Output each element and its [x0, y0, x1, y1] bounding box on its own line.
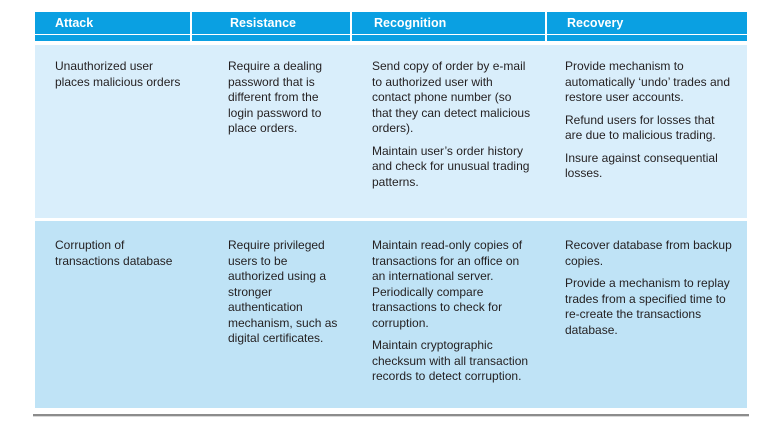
cell-resistance: Require a dealing password that is diffe…	[190, 45, 350, 218]
cell-resistance: Require privileged users to be authorize…	[190, 221, 350, 408]
header-cell-recognition: Recognition	[350, 12, 545, 41]
table-header-row: Attack Resistance Recognition Recovery	[35, 12, 747, 41]
cell-attack: Corruption of transactions database	[35, 221, 190, 408]
header-cell-attack: Attack	[55, 16, 94, 30]
cell-paragraph: Require privileged users to be authorize…	[228, 238, 338, 345]
header-cell-resistance: Resistance	[190, 12, 350, 41]
security-controls-table: Attack Resistance Recognition Recovery U…	[35, 12, 747, 408]
cell-paragraph: Send copy of order by e-mail to authoriz…	[372, 59, 531, 135]
page-rule	[33, 414, 749, 416]
cell-paragraph: Corruption of transactions database	[55, 238, 173, 268]
cell-attack: Unauthorized user places malicious order…	[35, 45, 190, 218]
cell-paragraph: Require a dealing password that is diffe…	[228, 59, 323, 135]
cell-recovery: Provide mechanism to automatically ‘undo…	[545, 45, 747, 218]
cell-paragraph: Unauthorized user places malicious order…	[55, 59, 181, 89]
cell-paragraph: Provide a mechanism to replay trades fro…	[565, 276, 730, 337]
cell-paragraph: Maintain cryptographic checksum with all…	[372, 338, 529, 383]
cell-recognition: Send copy of order by e-mail to authoriz…	[350, 45, 545, 218]
cell-paragraph: Refund users for losses that are due to …	[565, 112, 716, 143]
cell-paragraph: Maintain user’s order history and check …	[372, 143, 530, 189]
cell-paragraph: Recover database from backup copies.	[565, 238, 732, 268]
cell-recognition: Maintain read-only copies of transaction…	[350, 221, 545, 408]
cell-paragraph: Insure against consequential losses.	[565, 150, 718, 181]
cell-paragraph: Maintain read-only copies of transaction…	[372, 238, 523, 330]
cell-paragraph: Provide mechanism to automatically ‘undo…	[565, 59, 730, 104]
table-row-database-corruption: Corruption of transactions database Requ…	[35, 221, 747, 408]
table-row-malicious-orders: Unauthorized user places malicious order…	[35, 45, 747, 218]
cell-recovery: Recover database from backup copies. Prov…	[545, 221, 747, 408]
header-cell-recovery: Recovery	[545, 12, 747, 41]
